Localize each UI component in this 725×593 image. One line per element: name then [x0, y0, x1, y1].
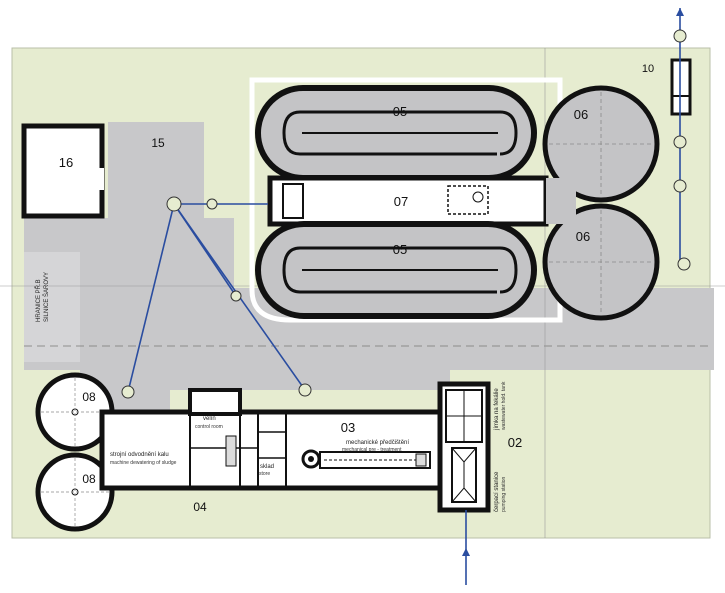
- tank-05-lower: 05: [255, 221, 537, 319]
- pumping-note-1: jímka na fekálie wastewater hold. tank: [494, 381, 507, 431]
- control-room-cz: velín: [203, 416, 216, 422]
- store-en: store: [259, 471, 270, 477]
- well-cz: jímka na fekálie: [494, 388, 500, 431]
- label-05-upper: 05: [393, 104, 407, 119]
- label-08-lower: 08: [82, 472, 96, 486]
- label-08-upper: 08: [82, 390, 96, 404]
- tank-area-border: [249, 77, 563, 323]
- label-04: 04: [193, 500, 207, 514]
- control-room-en: control room: [195, 424, 223, 430]
- label-07: 07: [394, 194, 408, 209]
- road-note-en: SILNICE ŠAROVY: [43, 272, 50, 322]
- building-16: 16: [21, 123, 105, 219]
- building-10: 10: [642, 58, 692, 116]
- store-cz: sklad: [260, 464, 274, 470]
- label-15: 15: [151, 136, 165, 150]
- pretreatment-en: mechanical pre - treatment: [342, 447, 402, 453]
- label-02: 02: [508, 435, 522, 450]
- pretreatment-cz: mechanické předčištění: [346, 440, 409, 446]
- channel-07: 07: [267, 175, 549, 227]
- manholes: [121, 29, 691, 399]
- roadside-strip: [24, 252, 80, 362]
- label-05-lower: 05: [393, 242, 407, 257]
- operations-building: velín control room strojní odvodnění kal…: [99, 388, 445, 514]
- tank-06-connector: [546, 178, 576, 224]
- pump-en: pumping station: [501, 476, 507, 512]
- tank-05-upper: 05: [255, 85, 537, 181]
- dewatering-cz: strojní odvodnění kalu: [110, 452, 169, 458]
- label-06-upper: 06: [574, 107, 588, 122]
- label-03: 03: [341, 420, 355, 435]
- road-note: HRANICE PŘ.B SILNICE ŠAROVY: [34, 272, 50, 322]
- well-en: wastewater hold. tank: [501, 381, 507, 430]
- pumping-station: 02: [437, 381, 522, 513]
- label-16: 16: [59, 155, 73, 170]
- pumping-note-2: čerpací stanice pumping station: [494, 471, 507, 512]
- pump-cz: čerpací stanice: [494, 471, 500, 512]
- label-10: 10: [642, 63, 654, 75]
- label-06-lower: 06: [576, 229, 590, 244]
- road-note-cz: HRANICE PŘ.B: [34, 279, 42, 322]
- sludge-tank-08-lower: 08: [35, 452, 115, 532]
- inflow-arrows: [462, 8, 684, 556]
- dewatering-en: machine dewatering of sludge: [110, 460, 177, 466]
- tank-06-lower: 06: [542, 203, 660, 321]
- tank-06-upper: 06: [542, 85, 660, 203]
